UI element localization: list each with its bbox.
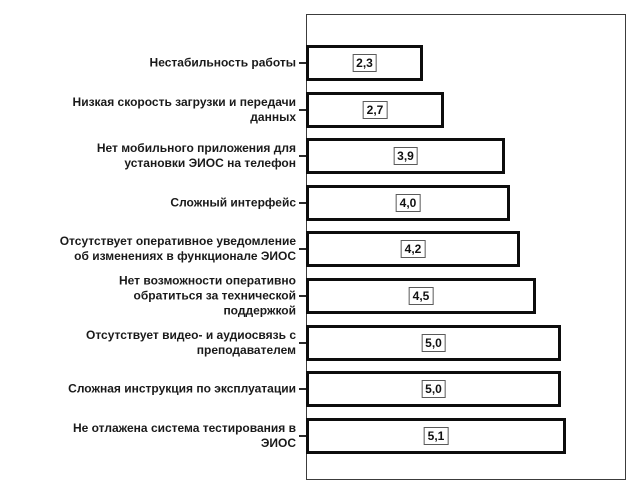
bar: 5,0 — [306, 325, 561, 361]
bar: 5,1 — [306, 418, 566, 454]
axis-tick — [299, 248, 307, 251]
axis-tick — [299, 434, 307, 437]
bar: 4,2 — [306, 231, 520, 267]
category-label: Нет мобильного приложения для установки … — [96, 141, 296, 171]
category-label: Отсутствует видео- и аудиосвязь с препод… — [85, 327, 296, 357]
value-label: 4,2 — [400, 240, 426, 258]
axis-tick — [299, 295, 307, 297]
bar: 2,3 — [306, 45, 423, 81]
value-label: 5,0 — [421, 380, 446, 398]
bar: 4,0 — [306, 185, 510, 221]
category-label: Нет возможности оперативно обратиться за… — [119, 273, 296, 318]
axis-tick — [299, 388, 307, 391]
category-label: Сложный интерфейс — [170, 195, 296, 210]
axis-tick — [299, 108, 307, 111]
value-label: 2,3 — [352, 54, 377, 72]
category-label: Низкая скорость загрузки и передачи данн… — [72, 94, 296, 124]
bar: 4,5 — [306, 278, 536, 314]
value-label: 4,0 — [395, 194, 421, 212]
category-label: Сложная инструкция по эксплуатации — [68, 381, 296, 396]
value-label: 3,9 — [393, 147, 418, 165]
value-label: 2,7 — [362, 101, 388, 119]
bar: 3,9 — [306, 138, 505, 174]
bar: 5,0 — [306, 371, 561, 407]
category-label: Отсутствует оперативное уведомление об и… — [59, 234, 296, 264]
value-label: 5,0 — [421, 334, 446, 352]
axis-tick — [299, 201, 307, 204]
bar: 2,7 — [306, 92, 444, 128]
value-label: 5,1 — [423, 427, 449, 445]
category-label: Не отлажена система тестирования в ЭИОС — [72, 420, 296, 450]
axis-tick — [299, 62, 307, 64]
value-label: 4,5 — [408, 287, 434, 305]
category-label: Нестабильность работы — [149, 55, 296, 70]
axis-tick — [299, 341, 307, 344]
axis-tick — [299, 155, 307, 158]
